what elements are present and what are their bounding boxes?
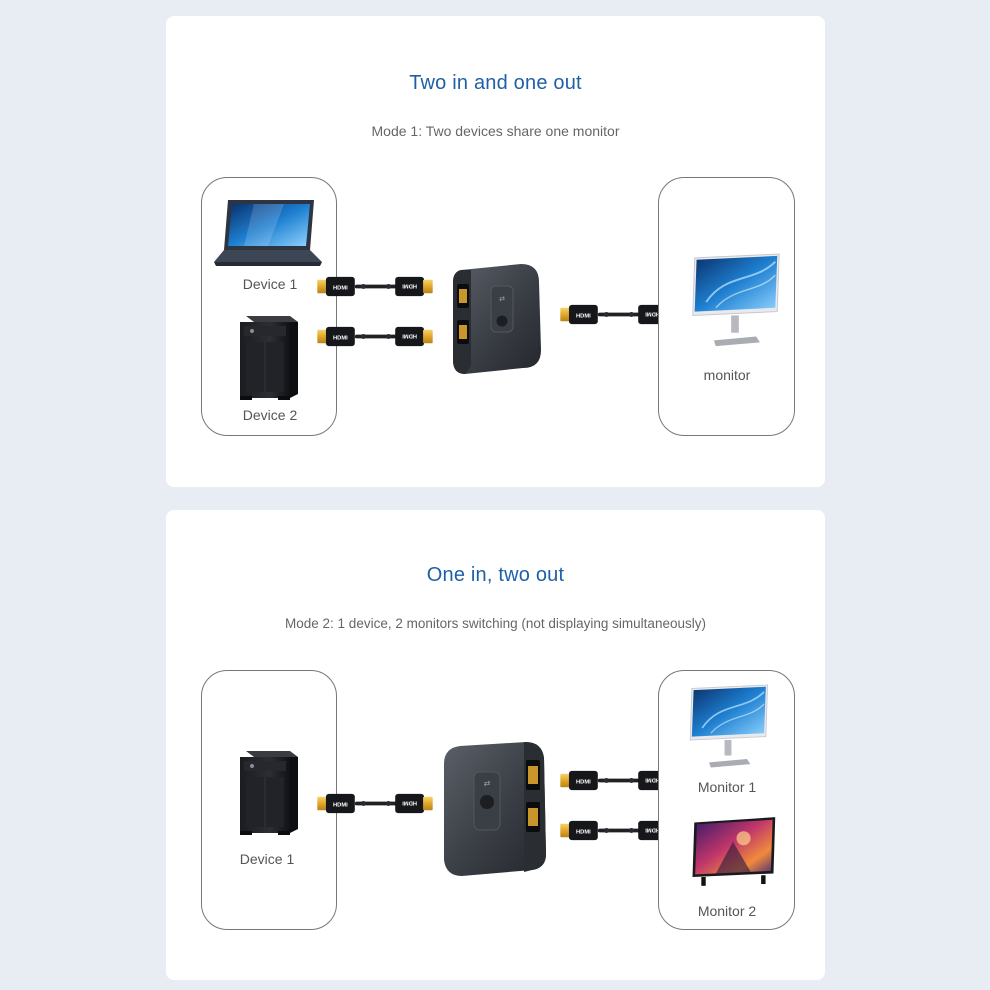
mode2-panel: One in, two out Mode 2: 1 device, 2 moni…	[166, 510, 825, 980]
mode1-monitor-label: monitor	[703, 367, 751, 383]
hdmi-switch-icon: ⇄	[453, 264, 541, 374]
mode1-monitor-box: monitor	[658, 177, 795, 436]
hdmi-cable-icon	[317, 274, 433, 299]
mode2-monitors-box: Monitor 1 Monitor 2	[658, 670, 795, 930]
pc-tower-icon	[232, 312, 302, 402]
mode1-device2-label: Device 2	[242, 407, 298, 423]
laptop-icon	[214, 198, 324, 268]
mode1-device1-label: Device 1	[242, 276, 298, 292]
mode2-device1-label: Device 1	[239, 851, 295, 867]
mode2-subtitle: Mode 2: 1 device, 2 monitors switching (…	[285, 616, 706, 631]
hdmi-cable-icon	[317, 791, 433, 816]
mode2-device-box: Device 1	[201, 670, 337, 930]
hdmi-switch-icon: ⇄	[444, 742, 546, 876]
mode1-title: Two in and one out	[409, 72, 582, 94]
hdmi-cable-icon	[317, 324, 433, 349]
mode2-monitor1-label: Monitor 1	[697, 779, 757, 795]
tv-icon	[689, 815, 777, 895]
monitor-icon	[685, 683, 771, 773]
mode1-subtitle: Mode 1: Two devices share one monitor	[371, 123, 620, 139]
mode1-panel: Two in and one out Mode 1: Two devices s…	[166, 16, 825, 487]
svg-text:⇄: ⇄	[484, 779, 491, 788]
mode2-title: One in, two out	[426, 564, 565, 586]
mode1-devices-box: Device 1 Device 2	[201, 177, 337, 436]
mode2-monitor2-label: Monitor 2	[697, 903, 757, 919]
pc-tower-icon	[232, 747, 302, 837]
monitor-icon	[687, 252, 783, 352]
svg-text:⇄: ⇄	[499, 295, 505, 303]
